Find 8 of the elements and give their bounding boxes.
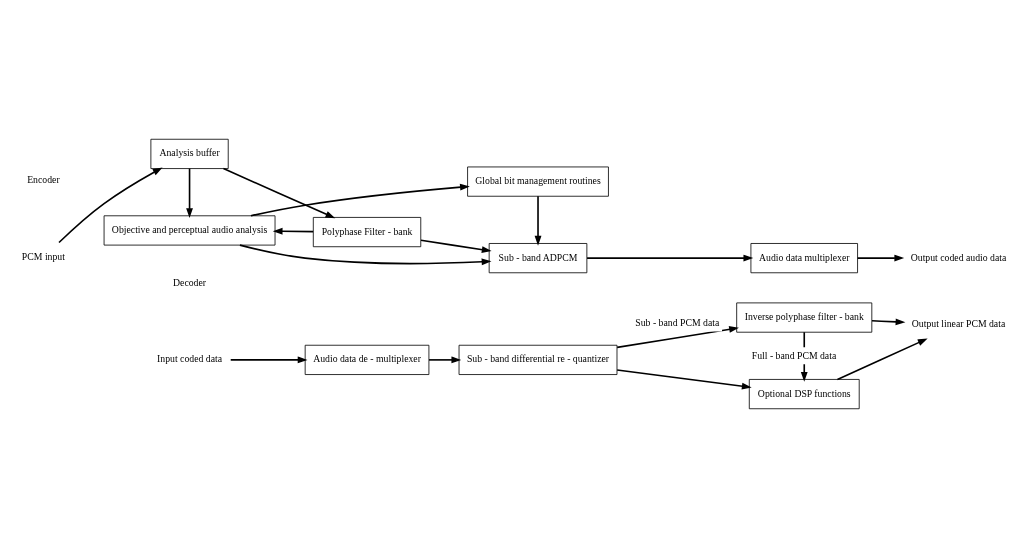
node-text: PCM input [21,250,65,262]
edge-label: Full - band PCM data [751,349,837,361]
label: Decoder [173,276,207,288]
label: Encoder [27,174,60,186]
node-text: Input coded data [157,353,223,365]
edge-label: Sub - band PCM data [635,316,720,328]
node-text: Output coded audio data [910,251,1007,263]
node-text: Output linear PCM data [911,318,1006,330]
